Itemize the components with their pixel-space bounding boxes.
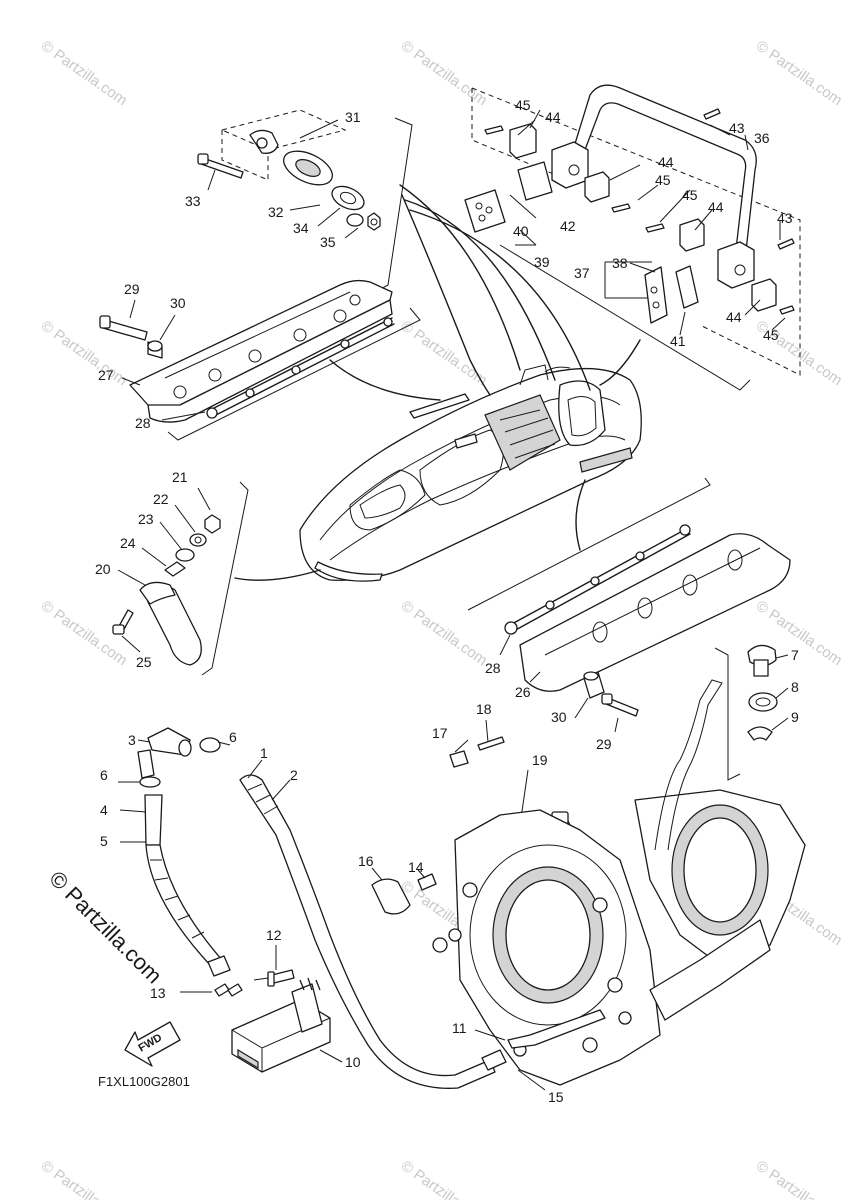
callout-24: 24	[120, 535, 136, 551]
sponson-lower-group	[467, 477, 791, 733]
callout-10: 10	[345, 1054, 361, 1070]
watermark: © Partzilla.com	[398, 37, 491, 109]
callout-18: 18	[476, 701, 492, 717]
callout-34: 34	[293, 220, 309, 236]
watermark: © Partzilla.com	[398, 317, 491, 389]
callout-38: 38	[612, 255, 628, 271]
callout-33: 33	[185, 193, 201, 209]
watercraft-body	[234, 184, 642, 582]
callout-45a: 45	[515, 97, 531, 113]
callout-30a: 30	[170, 295, 186, 311]
callout-6b: 6	[100, 767, 108, 783]
callout-9: 9	[791, 709, 799, 725]
diagram-code: F1XL100G2801	[98, 1074, 190, 1089]
callout-17: 17	[432, 725, 448, 741]
callout-19: 19	[532, 752, 548, 768]
callout-37: 37	[574, 265, 590, 281]
cover-plate-group	[197, 109, 413, 293]
watermark: © Partzilla.com	[398, 597, 491, 669]
callout-4: 4	[100, 802, 108, 818]
fwd-arrow: FWD	[124, 1021, 181, 1067]
callout-7: 7	[791, 647, 799, 663]
hose-group	[118, 727, 507, 1089]
watermark: © Partzilla.com	[38, 1157, 131, 1200]
callout-40: 40	[513, 223, 529, 239]
callout-27: 27	[98, 367, 114, 383]
callout-39: 39	[534, 254, 550, 270]
callout-44d: 44	[726, 309, 742, 325]
drain-plug-group	[714, 644, 789, 781]
callout-29a: 29	[124, 281, 140, 297]
callout-23: 23	[138, 511, 154, 527]
callout-25: 25	[136, 654, 152, 670]
grab-handle-group	[464, 84, 801, 391]
callout-15: 15	[548, 1089, 564, 1105]
callout-5: 5	[100, 833, 108, 849]
callout-26: 26	[515, 684, 531, 700]
watermark: © Partzilla.com	[38, 37, 131, 109]
callout-45b: 45	[655, 172, 671, 188]
callout-28b: 28	[485, 660, 501, 676]
pump-housing	[432, 679, 806, 1091]
callout-41: 41	[670, 333, 686, 349]
callout-45d: 45	[763, 327, 779, 343]
callout-30b: 30	[551, 709, 567, 725]
electrical-box-group	[231, 945, 343, 1073]
callout-42: 42	[560, 218, 576, 234]
callout-31: 31	[345, 109, 361, 125]
callout-1: 1	[260, 745, 268, 761]
callout-13: 13	[150, 985, 166, 1001]
watermark: © Partzilla.com	[753, 37, 846, 109]
callout-29b: 29	[596, 736, 612, 752]
watermark: © Partzilla.com	[753, 1157, 846, 1200]
callout-45c: 45	[682, 187, 698, 203]
callout-16: 16	[358, 853, 374, 869]
callout-6a: 6	[229, 729, 237, 745]
callout-labels: 1 2 3 4 5 6 6 7 8 9 10 11 12 13 14 15 16…	[95, 97, 799, 1105]
callout-44b: 44	[658, 154, 674, 170]
callout-12: 12	[266, 927, 282, 943]
callout-44c: 44	[708, 199, 724, 215]
callout-22: 22	[153, 491, 169, 507]
callout-36: 36	[754, 130, 770, 146]
callout-14: 14	[408, 859, 424, 875]
callout-2: 2	[290, 767, 298, 783]
watermark-main: © Partzilla.com	[44, 866, 167, 989]
callout-28a: 28	[135, 415, 151, 431]
callout-3: 3	[128, 732, 136, 748]
callout-43b: 43	[777, 210, 793, 226]
callout-35: 35	[320, 234, 336, 250]
callout-20: 20	[95, 561, 111, 577]
callout-43a: 43	[729, 120, 745, 136]
callout-21: 21	[172, 469, 188, 485]
callout-32: 32	[268, 204, 284, 220]
callout-44a: 44	[545, 109, 561, 125]
sponson-upper-group	[99, 279, 421, 441]
side-handle-group	[112, 481, 249, 676]
watermark: © Partzilla.com	[398, 1157, 491, 1200]
callout-11: 11	[452, 1020, 467, 1036]
callout-8: 8	[791, 679, 799, 695]
